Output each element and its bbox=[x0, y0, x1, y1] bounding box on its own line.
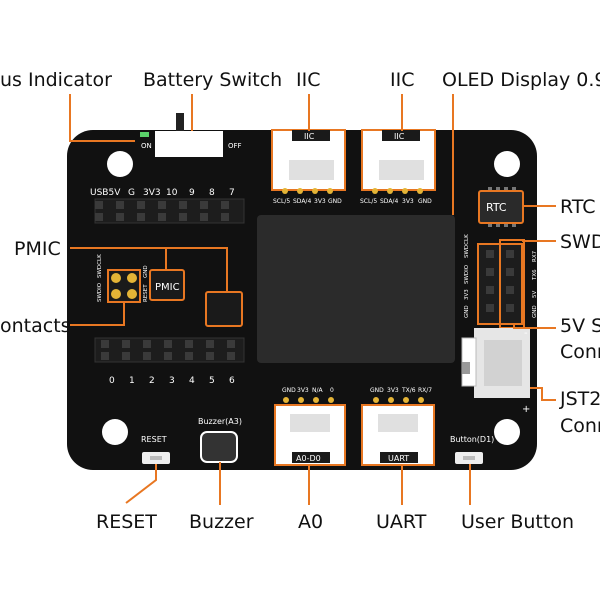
contact-pads: SWDIO SWDCLK RESET GND bbox=[97, 254, 149, 303]
uart-board-label: UART bbox=[388, 454, 409, 463]
callout-5v-connector: 5V S bbox=[560, 315, 600, 337]
rtc-board-label: RTC bbox=[486, 201, 507, 214]
callout-a0: A0 bbox=[298, 511, 323, 533]
iic-pin-label: 3V3 bbox=[402, 198, 414, 205]
swd-pin-label: GND bbox=[464, 305, 470, 318]
swd-pin-label: RX7 bbox=[532, 250, 538, 262]
callout-swd: SWD bbox=[560, 231, 600, 253]
header-pin-label: 5 bbox=[209, 376, 215, 386]
a0-pin-label: N/A bbox=[312, 387, 324, 394]
iic-pin-label: SDA/4 bbox=[293, 198, 311, 205]
buzzer bbox=[200, 431, 238, 463]
mounting-hole-bottom-left bbox=[102, 419, 128, 445]
mounting-hole-bottom-right bbox=[494, 419, 520, 445]
uart-pin-label: TX/6 bbox=[401, 387, 416, 394]
button-board-label: Button(D1) bbox=[450, 435, 494, 444]
iic-pin-label: 3V3 bbox=[314, 198, 326, 205]
a0-pin-label: 3V3 bbox=[297, 387, 309, 394]
header-pin-label: G bbox=[128, 188, 135, 198]
top-header-labels: USB5V G 3V3 10 9 8 7 bbox=[90, 188, 235, 198]
header-pin-label: 1 bbox=[129, 376, 135, 386]
rtc-chip: RTC bbox=[478, 187, 524, 227]
callout-jst-connector-line2: Conn bbox=[560, 415, 600, 437]
header-pin-label: 10 bbox=[166, 188, 178, 198]
uart-connector: GND 3V3 TX/6 RX/7 UART bbox=[361, 387, 435, 466]
callout-5v-connector-line2: Conn bbox=[560, 341, 600, 363]
bottom-pin-header bbox=[94, 337, 245, 363]
iic-connector-right: IIC SCL/5 SDA/4 3V3 GND bbox=[360, 129, 436, 205]
uart-pin-label: GND bbox=[370, 387, 384, 394]
a0-connector: GND 3V3 N/A 0 A0-D0 bbox=[274, 387, 346, 466]
swd-pin-label: GND bbox=[532, 305, 538, 318]
jst-plus-label: + bbox=[522, 404, 530, 415]
swd-pin-label: SWDCLK bbox=[464, 234, 470, 258]
header-pin-label: 8 bbox=[209, 188, 215, 198]
jst-minus-label: - bbox=[524, 328, 528, 339]
header-pin-label: 7 bbox=[229, 188, 235, 198]
mounting-hole-top-left bbox=[107, 151, 133, 177]
callout-battery-switch: Battery Switch bbox=[143, 69, 282, 91]
iic-pin-label: SCL/5 bbox=[360, 198, 377, 205]
a0-pin-label: GND bbox=[282, 387, 296, 394]
swd-pin-label: 5V bbox=[532, 291, 538, 298]
swd-pin-label: SWDIO bbox=[464, 264, 470, 284]
callout-iic-left: IIC bbox=[296, 69, 320, 91]
callout-contacts: ontacts bbox=[0, 315, 71, 337]
leader-lines bbox=[69, 94, 556, 505]
header-pin-label: 3V3 bbox=[143, 188, 161, 198]
switch-on-label: ON bbox=[141, 142, 152, 150]
header-pin-label: 9 bbox=[189, 188, 195, 198]
contact-pin-label: RESET bbox=[143, 284, 149, 302]
oled-display bbox=[257, 215, 455, 363]
swd-header: SWDCLK SWDIO 3V3 GND RX7 TX6 5V GND bbox=[464, 234, 538, 329]
header-pin-label: 2 bbox=[149, 376, 155, 386]
callout-status-indicator: us Indicator bbox=[0, 69, 112, 91]
a0-board-label: A0-D0 bbox=[296, 454, 321, 463]
iic-pin-label: GND bbox=[328, 198, 342, 205]
callout-reset: RESET bbox=[96, 511, 157, 533]
battery-switch[interactable] bbox=[155, 131, 223, 157]
callout-pmic: PMIC bbox=[14, 238, 61, 260]
contact-pin-label: SWDCLK bbox=[97, 254, 103, 278]
top-pin-header bbox=[94, 198, 245, 224]
callout-rtc: RTC bbox=[560, 196, 596, 218]
a0-pin-label: 0 bbox=[330, 387, 334, 394]
swd-pin-label: 3V3 bbox=[464, 289, 470, 300]
uart-pin-label: RX/7 bbox=[418, 387, 432, 394]
iic-left-board-label: IIC bbox=[304, 132, 315, 141]
pmic-label: PMIC bbox=[155, 282, 180, 293]
status-led bbox=[140, 132, 149, 137]
power-ic bbox=[205, 291, 243, 327]
header-pin-label: 3 bbox=[169, 376, 175, 386]
bottom-header-labels: 0 1 2 3 4 5 6 bbox=[109, 376, 235, 386]
callout-user-button: User Button bbox=[461, 511, 574, 533]
header-pin-label: 6 bbox=[229, 376, 235, 386]
jst-connector: - + bbox=[461, 328, 530, 415]
reset-board-label: RESET bbox=[141, 435, 167, 444]
callout-jst-connector: JST2 bbox=[559, 388, 600, 410]
buzzer-board-label: Buzzer(A3) bbox=[198, 417, 242, 426]
header-pin-label: 4 bbox=[189, 376, 195, 386]
swd-pin-label: TX6 bbox=[532, 269, 538, 281]
callout-buzzer: Buzzer bbox=[189, 511, 254, 533]
callout-oled-display: OLED Display 0.9 bbox=[442, 69, 600, 91]
header-pin-label: USB5V bbox=[90, 188, 121, 198]
iic-right-board-label: IIC bbox=[394, 132, 405, 141]
callout-iic-right: IIC bbox=[390, 69, 414, 91]
callout-uart: UART bbox=[376, 511, 427, 533]
iic-pin-label: SDA/4 bbox=[380, 198, 398, 205]
header-pin-label: 0 bbox=[109, 376, 115, 386]
battery-switch-lever bbox=[176, 113, 184, 135]
uart-pin-label: 3V3 bbox=[387, 387, 399, 394]
iic-pin-label: SCL/5 bbox=[273, 198, 290, 205]
contact-pin-label: GND bbox=[143, 265, 149, 278]
contact-pin-label: SWDIO bbox=[97, 282, 103, 302]
switch-off-label: OFF bbox=[228, 142, 242, 150]
mounting-hole-top-right bbox=[494, 151, 520, 177]
iic-pin-label: GND bbox=[418, 198, 432, 205]
iic-connector-left: IIC SCL/5 SDA/4 3V3 GND bbox=[271, 129, 346, 205]
